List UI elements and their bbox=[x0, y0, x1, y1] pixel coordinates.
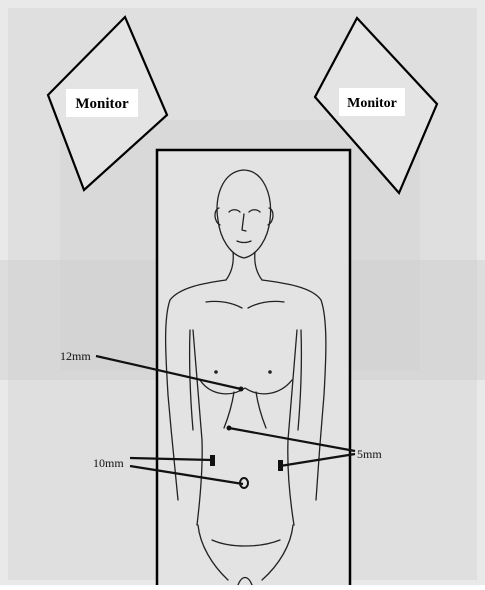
label-12mm: 12mm bbox=[60, 349, 91, 363]
operating-table bbox=[157, 150, 350, 585]
monitor-right-label: Monitor bbox=[347, 96, 397, 111]
patient-nipple-right bbox=[268, 370, 272, 374]
monitor-left-label: Monitor bbox=[75, 96, 129, 112]
label-10mm: 10mm bbox=[93, 456, 124, 470]
label-5mm: 5mm bbox=[357, 447, 382, 461]
patient-nipple-left bbox=[214, 370, 218, 374]
